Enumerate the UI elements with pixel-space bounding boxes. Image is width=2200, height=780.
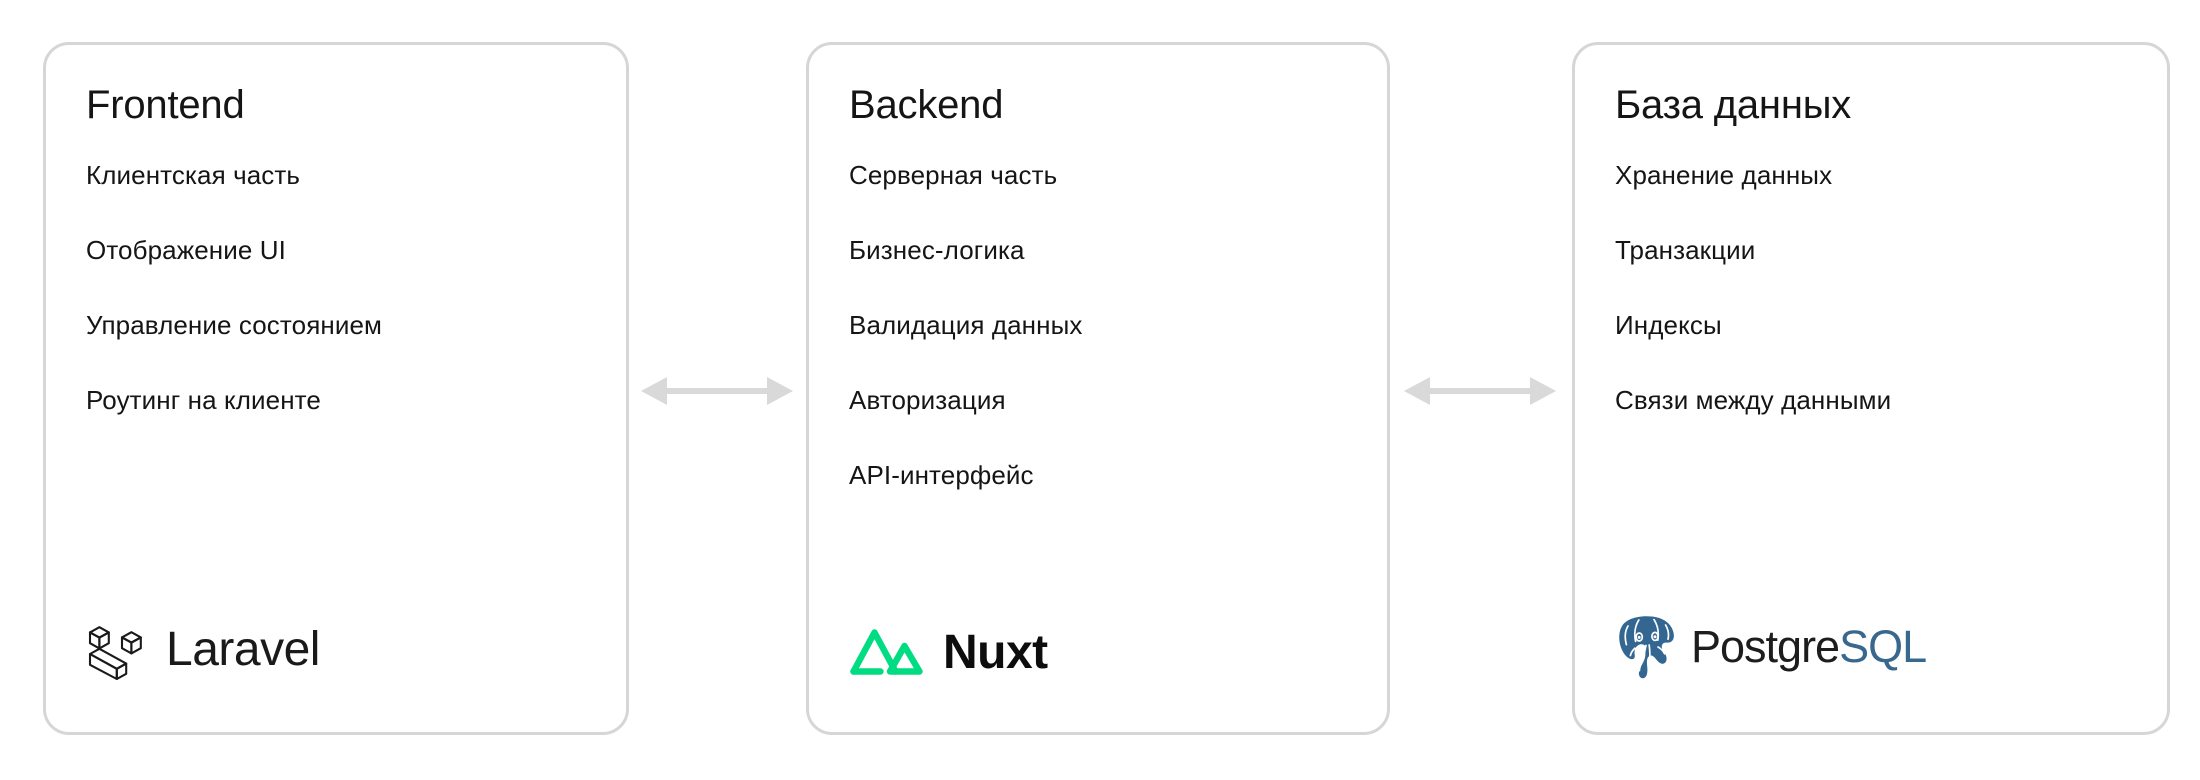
list-item: Бизнес-логика [849,235,1025,265]
laravel-wordmark: Laravel [166,622,320,676]
postgresql-wordmark-accent: SQL [1839,621,1927,672]
laravel-icon [88,626,142,680]
postgresql-elephant-icon [1619,616,1674,679]
postgresql-wordmark: PostgreSQL [1691,621,1927,673]
card-backend-title: Backend [849,83,1004,127]
postgresql-wordmark-dark: Postgre [1691,621,1840,672]
card-backend-logo: Nuxt [849,624,1048,680]
list-item: Транзакции [1615,235,1756,265]
list-item: Отображение UI [86,235,286,265]
card-backend-list: Серверная часть Бизнес-логика Валидация … [849,162,1367,537]
card-database-logo: PostgreSQL [1615,614,1927,680]
list-item: Серверная часть [849,160,1058,190]
card-frontend-title: Frontend [86,83,245,127]
card-frontend-content: Frontend Клиентская часть Отображение UI… [86,45,606,732]
nuxt-icon [850,629,923,675]
card-frontend-logo: Laravel [86,618,320,680]
list-item: Клиентская часть [86,160,301,190]
card-frontend-list: Клиентская часть Отображение UI Управлен… [86,162,606,462]
card-backend-content: Backend Серверная часть Бизнес-логика Ва… [849,45,1367,732]
list-item: Управление состоянием [86,310,382,340]
card-database: База данных Хранение данных Транзакции И… [1572,42,2170,735]
list-item: Связи между данными [1615,385,1892,415]
list-item: API-интерфейс [849,460,1034,490]
list-item: Роутинг на клиенте [86,385,321,415]
card-frontend: Frontend Клиентская часть Отображение UI… [43,42,629,735]
list-item: Хранение данных [1615,160,1833,190]
connector-backend-database-icon [1404,377,1556,405]
list-item: Индексы [1615,310,1722,340]
list-item: Авторизация [849,385,1006,415]
card-backend: Backend Серверная часть Бизнес-логика Ва… [806,42,1390,735]
card-database-title: База данных [1615,83,1852,127]
list-item: Валидация данных [849,310,1083,340]
nuxt-wordmark: Nuxt [943,625,1048,679]
connector-frontend-backend-icon [641,377,793,405]
card-database-list: Хранение данных Транзакции Индексы Связи… [1615,162,2147,462]
card-database-content: База данных Хранение данных Транзакции И… [1615,45,2147,732]
